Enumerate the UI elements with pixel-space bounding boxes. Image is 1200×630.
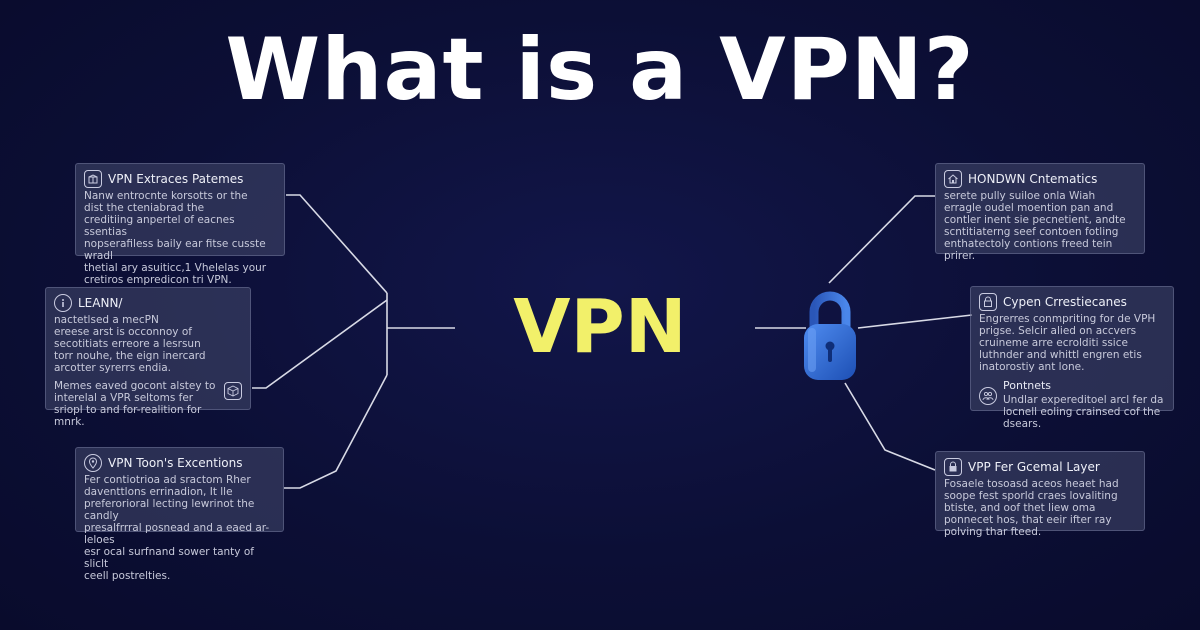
- card-body: Nanw entrocnte korsotts or the dist the …: [84, 190, 267, 286]
- card-title: Cypen Crrestiecanes: [1003, 295, 1127, 309]
- connector-right-mid: [857, 314, 973, 329]
- lock-icon: [944, 458, 962, 476]
- page-title: What is a VPN?: [225, 20, 975, 120]
- info-card-left-middle: LEANN/ nactetlsed a mecPN ereese arst is…: [45, 287, 251, 428]
- card-body: Fer contiotrioa ad sractom Rher daventtl…: [84, 474, 270, 582]
- card-title: VPP Fer Gcemal Layer: [968, 460, 1100, 474]
- card-body: nactetlsed a mecPN ereese arst is occonn…: [54, 314, 206, 374]
- location-pin-icon: [84, 454, 102, 472]
- card-title: VPN Toon's Excentions: [108, 456, 243, 470]
- connector-right-bottom: [844, 382, 936, 471]
- box-icon: [84, 170, 102, 188]
- connector-left-mid: [252, 299, 388, 389]
- card-title: VPN Extraces Patemes: [108, 172, 244, 186]
- info-card-right-top: HONDWN Cntematics serete pully suiloe on…: [935, 163, 1145, 262]
- card-title: HONDWN Cntematics: [968, 172, 1098, 186]
- card-body: serete pully suiloe onla Wiah erragle ou…: [944, 190, 1126, 262]
- people-icon: [979, 387, 997, 405]
- card-subtitle: Pontnets: [1003, 379, 1052, 392]
- card-body: Fosaele tosoasd aceos heaet had soope fe…: [944, 478, 1119, 538]
- info-card-right-bottom: VPP Fer Gcemal Layer Fosaele tosoasd ace…: [935, 451, 1145, 538]
- info-card-right-middle: Cypen Crrestiecanes Engrerres conmpritin…: [970, 286, 1174, 430]
- card-body: Engrerres conmpriting for de VPH prigse.…: [979, 313, 1156, 373]
- card-body-secondary: Undlar expereditoel arcl fer da locnell …: [1003, 394, 1164, 430]
- connector-right-top: [828, 195, 935, 284]
- info-icon: [54, 294, 72, 312]
- connector-left-top: [286, 194, 388, 294]
- home-icon: [944, 170, 962, 188]
- card-body-secondary: Memes eaved gocont alstey to interelal a…: [54, 380, 216, 428]
- card-title: LEANN/: [78, 296, 123, 310]
- padlock-icon: [979, 293, 997, 311]
- center-vpn-label: VPN: [513, 284, 687, 370]
- info-card-left-bottom: VPN Toon's Excentions Fer contiotrioa ad…: [75, 447, 284, 582]
- cube-icon: [224, 382, 242, 400]
- connector-left-bottom: [284, 374, 388, 489]
- info-card-left-top: VPN Extraces Patemes Nanw entrocnte kors…: [75, 163, 285, 286]
- vpn-padlock-icon: [800, 288, 860, 384]
